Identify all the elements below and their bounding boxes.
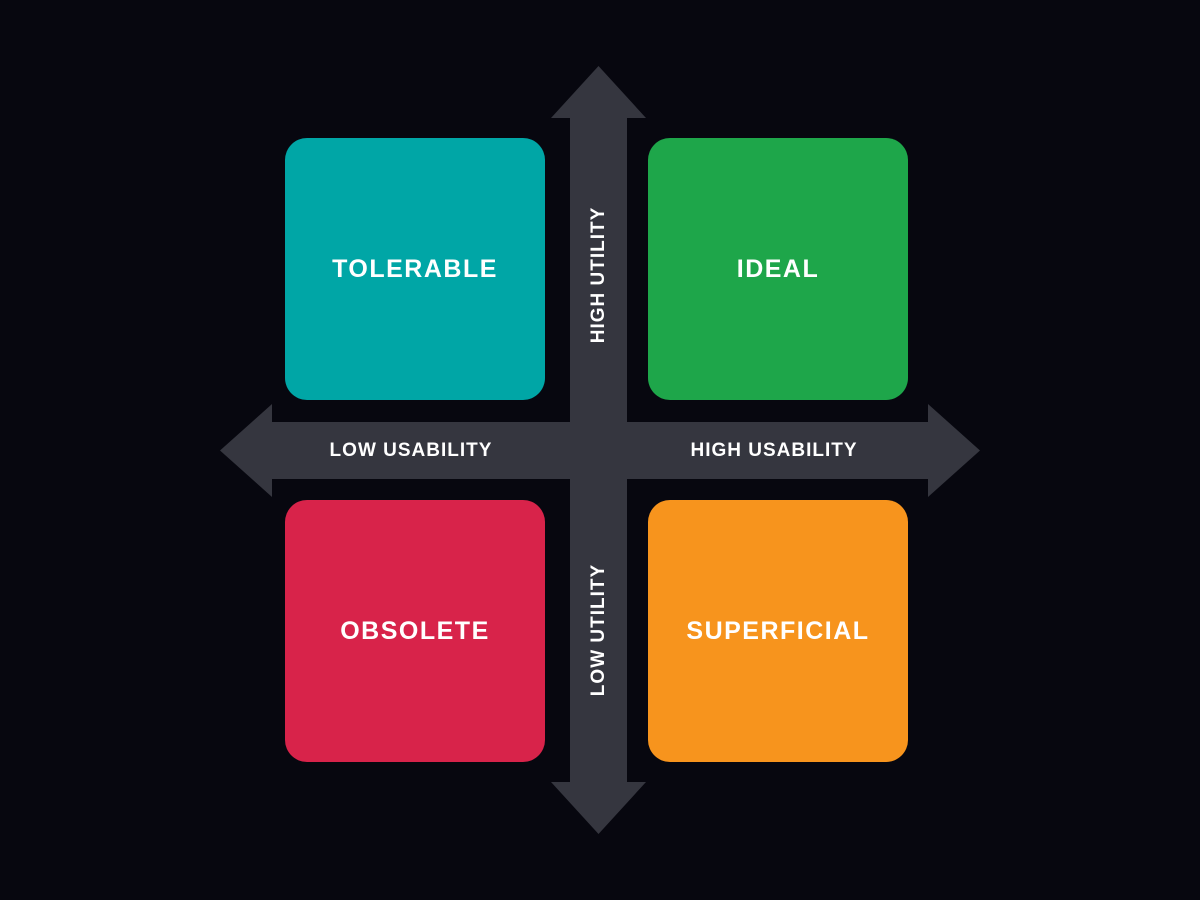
arrow-down-icon — [551, 782, 646, 834]
quadrant-tolerable-label: TOLERABLE — [332, 254, 498, 283]
axis-label-low-utility: LOW UTILITY — [588, 563, 609, 697]
arrow-left-icon — [220, 404, 272, 497]
quadrant-obsolete: OBSOLETE — [285, 500, 545, 762]
axis-label-high-utility: HIGH UTILITY — [588, 206, 609, 344]
quadrant-ideal-label: IDEAL — [736, 254, 820, 283]
axis-label-high-usability: HIGH USABILITY — [690, 440, 858, 461]
quadrant-ideal: IDEAL — [648, 138, 908, 400]
quadrant-tolerable: TOLERABLE — [285, 138, 545, 400]
axis-label-low-usability: LOW USABILITY — [329, 440, 493, 461]
arrow-up-icon — [551, 66, 646, 118]
horizontal-axis-line — [258, 422, 942, 479]
quadrant-superficial-label: SUPERFICIAL — [686, 616, 870, 645]
arrow-right-icon — [928, 404, 980, 497]
quadrant-superficial: SUPERFICIAL — [648, 500, 908, 762]
quadrant-obsolete-label: OBSOLETE — [340, 616, 490, 645]
